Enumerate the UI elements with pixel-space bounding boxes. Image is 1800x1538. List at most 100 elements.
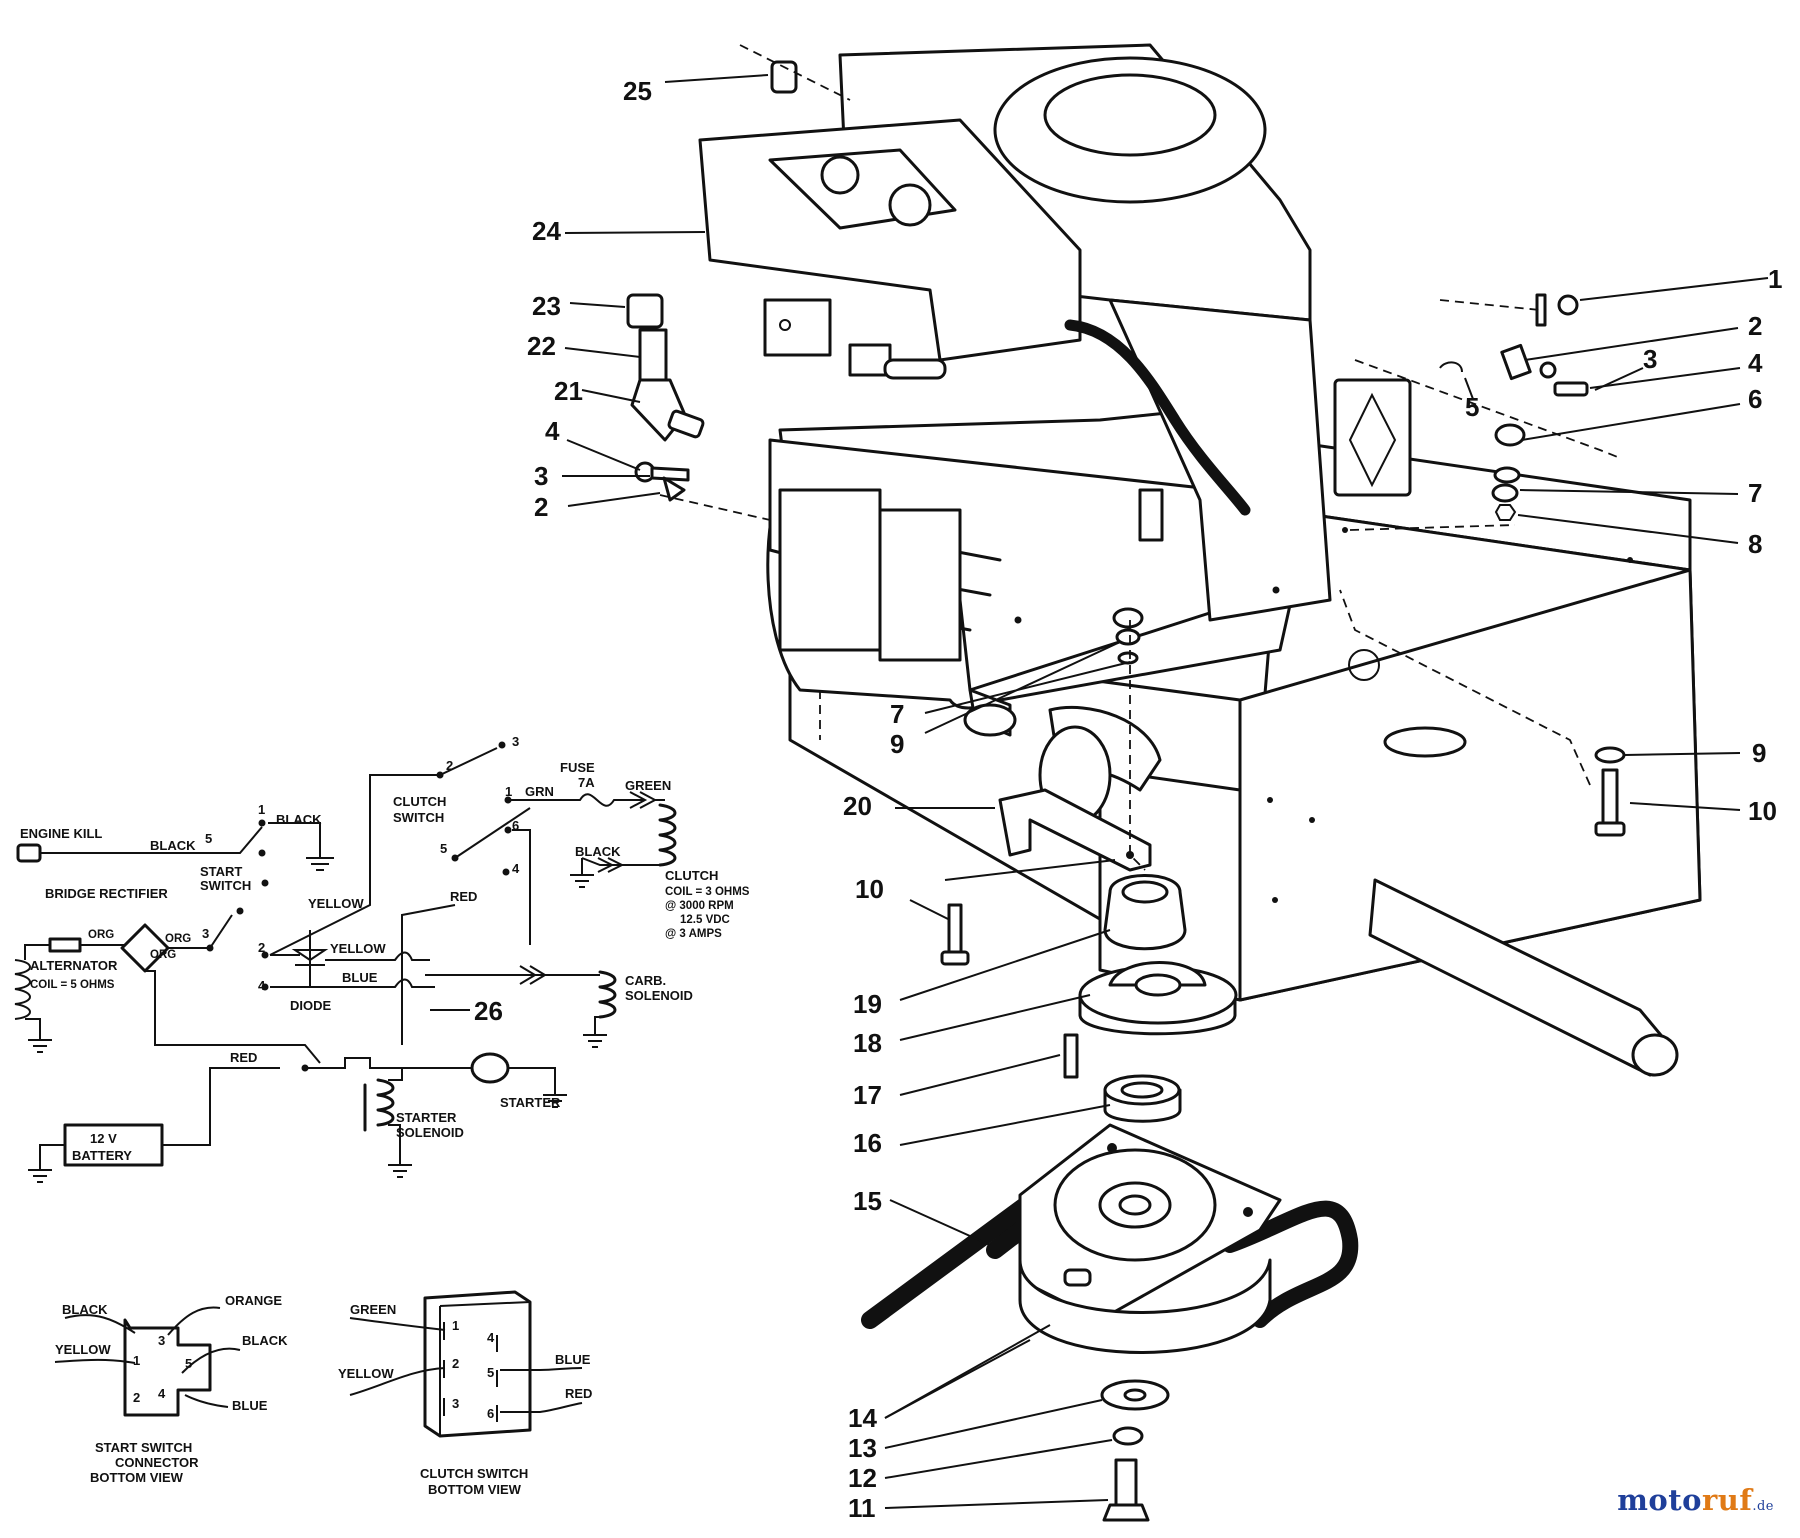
callout-6: 6 (1748, 384, 1762, 414)
clutch-view-pin-2: 2 (452, 1356, 459, 1371)
clutch-view-pin-1: 1 (452, 1318, 459, 1333)
label-clutch-coil-4: 12.5 VDC (680, 914, 730, 926)
label-org-lower: ORG (150, 949, 176, 961)
start-switch-connector-view: BLACK ORANGE YELLOW BLACK BLUE 1 2 3 4 5… (54, 1293, 288, 1485)
start-connector-caption-3: BOTTOM VIEW (90, 1470, 184, 1485)
clutch-view-caption-1: CLUTCH SWITCH (420, 1466, 528, 1481)
watermark-part2: ruf (1702, 1483, 1753, 1517)
wiring-labels: ENGINE KILL BLACK 5 1 BLACK START SWITCH… (20, 734, 750, 1163)
callout-3-left: 3 (534, 461, 548, 491)
start-connector-wire-black-top: BLACK (62, 1302, 108, 1317)
start-connector-pin-4: 4 (158, 1386, 166, 1401)
callout-16: 16 (853, 1128, 882, 1158)
label-start-pin4: 4 (258, 978, 266, 993)
callout-2-right: 2 (1748, 311, 1762, 341)
clutch-view-wire-yellow: YELLOW (338, 1366, 394, 1381)
label-fuse-2: 7A (578, 775, 595, 790)
clutch-view-caption-2: BOTTOM VIEW (428, 1482, 522, 1497)
callout-11: 11 (848, 1493, 876, 1523)
callout-5: 5 (1465, 392, 1479, 422)
callout-21: 21 (554, 376, 583, 406)
label-clutch-coil-3: @ 3000 RPM (665, 900, 734, 912)
label-clutch-pin6: 6 (512, 818, 519, 833)
label-engine-kill: ENGINE KILL (20, 826, 102, 841)
label-clutch-pin4: 4 (512, 861, 520, 876)
clutch-switch-bottom-view: GREEN YELLOW BLUE RED 1 2 3 4 5 6 CLUTCH… (338, 1290, 592, 1497)
clutch-view-wire-blue: BLUE (555, 1352, 591, 1367)
label-clutch-coil-2: COIL = 3 OHMS (665, 886, 750, 898)
alignment-lines (659, 44, 1621, 871)
callout-12: 12 (848, 1463, 877, 1493)
label-diode: DIODE (290, 998, 332, 1013)
label-starter: STARTER (500, 1095, 561, 1110)
start-connector-caption-2: CONNECTOR (115, 1455, 199, 1470)
label-black-kill: BLACK (150, 838, 196, 853)
callout-15: 15 (853, 1186, 882, 1216)
callout-7-center: 7 (890, 699, 904, 729)
label-clutch-switch-2: SWITCH (393, 810, 444, 825)
callout-25: 25 (623, 76, 652, 106)
label-clutch-coil-1: CLUTCH (665, 868, 718, 883)
wiring-schematic (14, 741, 677, 1183)
clutch-view-pin-3: 3 (452, 1396, 459, 1411)
start-connector-wire-blue: BLUE (232, 1398, 268, 1413)
label-clutch-pin5: 5 (440, 841, 447, 856)
label-battery-2: BATTERY (72, 1148, 132, 1163)
callout-22: 22 (527, 331, 556, 361)
callout-23: 23 (532, 291, 561, 321)
callout-7-right: 7 (1748, 478, 1762, 508)
callout-24: 24 (532, 216, 561, 246)
callout-3-right: 3 (1643, 344, 1657, 374)
label-clutch-pin2: 2 (446, 758, 453, 773)
start-connector-caption-1: START SWITCH (95, 1440, 192, 1455)
engine-drawing (698, 43, 1412, 825)
label-start-switch-pin5: 5 (205, 831, 212, 846)
label-alternator-2: COIL = 5 OHMS (30, 979, 115, 991)
start-connector-pin-2: 2 (133, 1390, 140, 1405)
callout-8: 8 (1748, 529, 1762, 559)
watermark-logo: motoruf.de (1617, 1483, 1774, 1517)
label-starter-solenoid-2: SOLENOID (396, 1125, 464, 1140)
clutch-view-pin-5: 5 (487, 1365, 494, 1380)
start-connector-wire-orange: ORANGE (225, 1293, 282, 1308)
callout-13: 13 (848, 1433, 877, 1463)
callout-1: 1 (1768, 264, 1782, 294)
label-org-right: ORG (165, 933, 191, 945)
label-start-switch-pin1: 1 (258, 802, 265, 817)
label-green: GREEN (625, 778, 671, 793)
watermark-part1: moto (1617, 1483, 1702, 1517)
label-carb-solenoid-1: CARB. (625, 973, 666, 988)
label-bridge-rectifier: BRIDGE RECTIFIER (45, 886, 168, 901)
callout-19: 19 (853, 989, 882, 1019)
label-alternator-1: ALTERNATOR (30, 958, 118, 973)
label-grn: GRN (525, 784, 554, 799)
callout-20: 20 (843, 791, 872, 821)
label-clutch-coil-5: @ 3 AMPS (665, 928, 722, 940)
label-battery-1: 12 V (90, 1131, 117, 1146)
label-org-left: ORG (88, 929, 114, 941)
label-rectifier-pin3: 3 (202, 926, 209, 941)
label-clutch-pin1: 1 (505, 784, 512, 799)
callout-9-right: 9 (1752, 738, 1766, 768)
label-yellow-lower: YELLOW (330, 941, 386, 956)
label-start-pin2: 2 (258, 940, 265, 955)
callout-numbers: 25 24 23 22 21 4 3 2 1 2 3 4 5 6 7 8 7 9… (527, 76, 1782, 1523)
clutch-view-pin-6: 6 (487, 1406, 494, 1421)
label-yellow-upper: YELLOW (308, 896, 364, 911)
label-carb-solenoid-2: SOLENOID (625, 988, 693, 1003)
callout-leaders (562, 74, 1769, 1509)
callout-14: 14 (848, 1403, 877, 1433)
label-blue: BLUE (342, 970, 378, 985)
label-black-ground: BLACK (276, 812, 322, 827)
clutch-view-wire-red: RED (565, 1386, 592, 1401)
callout-10-right: 10 (1748, 796, 1777, 826)
label-start-switch-1: START (200, 864, 242, 879)
start-connector-pin-5: 5 (185, 1356, 192, 1371)
label-starter-solenoid-1: STARTER (396, 1110, 457, 1125)
callout-10-center: 10 (855, 874, 884, 904)
start-connector-wire-yellow: YELLOW (55, 1342, 111, 1357)
start-connector-pin-1: 1 (133, 1353, 140, 1368)
label-start-switch-2: SWITCH (200, 878, 251, 893)
